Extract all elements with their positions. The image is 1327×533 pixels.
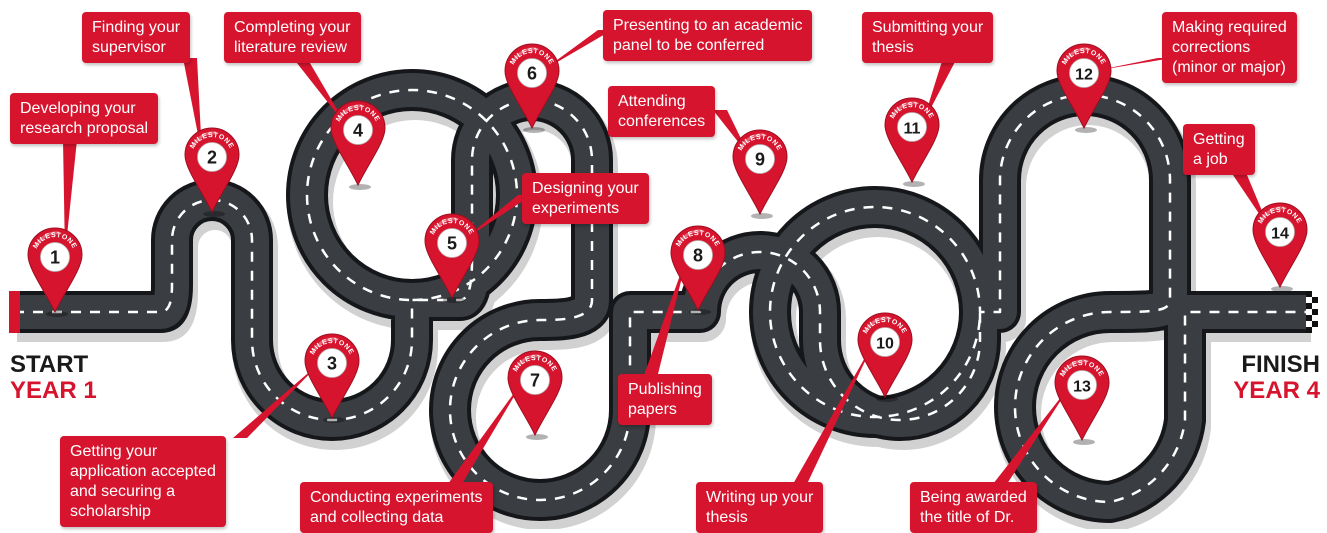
callout-leader (993, 383, 1072, 484)
callout-3: Getting your application accepted and se… (60, 436, 226, 527)
callout-leader (542, 30, 612, 71)
callout-13: Being awarded the title of Dr. (910, 482, 1037, 533)
pin-number: 7 (530, 371, 540, 391)
callout-9: Attending conferences (608, 86, 716, 137)
callout-4: Completing your literature review (224, 12, 361, 63)
callout-12: Making required corrections (minor or ma… (1162, 12, 1297, 83)
finish-flag (1306, 291, 1318, 333)
callout-leader (448, 378, 525, 484)
start-year: YEAR 1 (10, 377, 97, 404)
pin-number: 12 (1075, 67, 1093, 84)
callout-2: Finding your supervisor (82, 12, 191, 63)
callout-leader (63, 140, 77, 255)
callout-leader (793, 340, 875, 484)
finish-year: YEAR 4 (1233, 377, 1320, 404)
pin-number: 9 (755, 150, 765, 170)
callout-10: Writing up your thesis (696, 482, 824, 533)
pin-number: 11 (904, 121, 921, 138)
callout-14: Getting a job (1183, 124, 1255, 175)
pin-number: 5 (447, 234, 457, 254)
callout-7: Conducting experiments and collecting da… (300, 482, 493, 533)
callout-leader (293, 58, 348, 128)
callout-leader (643, 253, 688, 378)
start-gate (9, 291, 20, 333)
callout-8: Publishing papers (618, 374, 712, 425)
callout-leader (1094, 58, 1172, 71)
callout-leader (183, 58, 202, 155)
pin-number: 10 (876, 336, 894, 353)
finish-title: FINISH (1241, 351, 1320, 378)
callout-leader (462, 195, 532, 241)
pin-number: 6 (527, 64, 537, 84)
start-label: START YEAR 1 (10, 352, 97, 404)
road-lane-marking (14, 88, 1308, 504)
callout-6: Presenting to an academic panel to be co… (603, 10, 813, 61)
callout-leader (233, 361, 322, 438)
pin-number: 1 (50, 248, 60, 268)
callout-5: Designing your experiments (522, 173, 649, 224)
pin-number: 3 (327, 354, 337, 374)
callout-1: Developing your research proposal (10, 93, 159, 144)
finish-label: FINISH YEAR 4 (1230, 352, 1320, 404)
pin-number: 8 (693, 246, 703, 266)
pin-number: 2 (207, 148, 217, 168)
pin-number: 13 (1073, 379, 1091, 396)
callout-11: Submitting your thesis (862, 12, 994, 63)
start-title: START (10, 351, 89, 378)
pin-number: 4 (353, 121, 363, 141)
pin-number: 14 (1271, 226, 1289, 243)
